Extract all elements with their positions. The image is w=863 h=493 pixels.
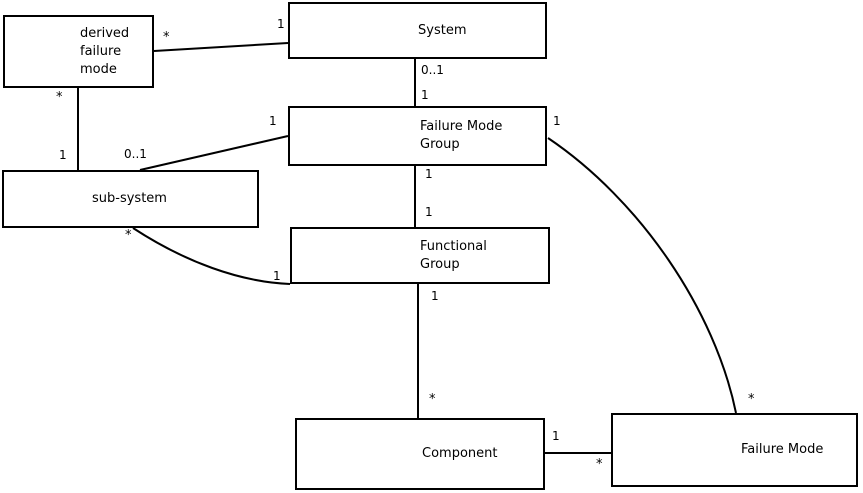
- multiplicity-m-fmg-to-fg-source: 1: [425, 167, 433, 181]
- connector-derived-failure-mode-to-system: [153, 42, 289, 52]
- class-name-sub-system: sub-system: [92, 191, 167, 206]
- multiplicity-m-subsystem-to-fmg-source: 0..1: [124, 147, 147, 161]
- class-box-system[interactable]: System: [288, 2, 547, 59]
- multiplicity-m-derived-to-system-target: 1: [277, 17, 285, 31]
- multiplicity-m-subsystem-to-fmg-target: 1: [269, 114, 277, 128]
- multiplicity-m-derived-to-subsystem-source: *: [56, 90, 63, 105]
- connector-failure-mode-group-to-failure-mode: [547, 137, 737, 414]
- multiplicity-m-component-to-fm-target: *: [596, 457, 603, 472]
- multiplicity-m-derived-to-subsystem-target: 1: [59, 148, 67, 162]
- multiplicity-m-fg-to-component-source: 1: [431, 289, 439, 303]
- class-box-failure-mode[interactable]: Failure Mode: [611, 413, 858, 487]
- class-name-failure-mode: Failure Mode: [741, 442, 824, 457]
- multiplicity-m-system-to-fmg-source: 0..1: [421, 63, 444, 77]
- multiplicity-m-subsystem-to-fg-source: *: [125, 228, 132, 243]
- class-name-system: System: [418, 22, 467, 38]
- class-name-component: Component: [422, 446, 498, 461]
- multiplicity-m-subsystem-to-fg-target: 1: [273, 269, 281, 283]
- connector-sub-system-to-functional-group: [132, 227, 291, 285]
- class-box-sub-system[interactable]: sub-system: [2, 170, 259, 228]
- class-box-failure-mode-group[interactable]: Failure Mode Group: [288, 106, 547, 166]
- multiplicity-m-derived-to-system-source: *: [163, 30, 170, 45]
- class-name-failure-mode-group: Failure Mode Group: [420, 119, 503, 152]
- multiplicity-m-fmg-to-fm-target: *: [748, 392, 755, 407]
- multiplicity-m-fmg-to-fg-target: 1: [425, 205, 433, 219]
- class-name-functional-group: Functional Group: [420, 238, 487, 272]
- class-name-derived-failure-mode: derived failure mode: [80, 25, 130, 77]
- class-box-component[interactable]: Component: [295, 418, 545, 490]
- class-box-derived-failure-mode[interactable]: derived failure mode: [3, 15, 154, 88]
- multiplicity-m-fmg-to-fm-source: 1: [553, 114, 561, 128]
- class-box-functional-group[interactable]: Functional Group: [290, 227, 550, 284]
- multiplicity-m-component-to-fm-source: 1: [552, 429, 560, 443]
- connector-sub-system-to-failure-mode-group: [139, 135, 289, 171]
- multiplicity-m-fg-to-component-target: *: [429, 392, 436, 407]
- multiplicity-m-system-to-fmg-target: 1: [421, 88, 429, 102]
